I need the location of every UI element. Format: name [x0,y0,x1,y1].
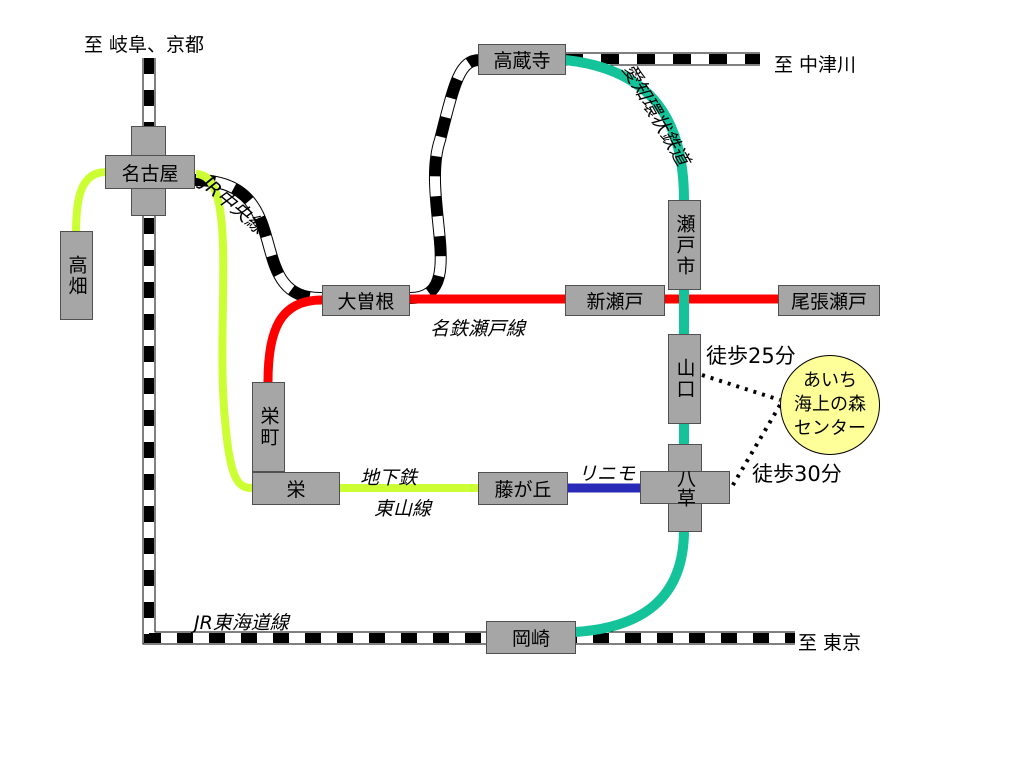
expo-center-destination[interactable]: あいち 海上の森 センター [780,355,880,455]
jr-chuo-line [194,54,481,305]
aichi-loop-line [564,55,689,637]
station-okazaki[interactable]: 岡崎 [486,621,576,654]
walk-route-yamaguchi [701,373,781,402]
label-meitetsu-seto: 名鉄瀬戸線 [430,318,526,340]
yakusa-label: 八草 [674,469,696,507]
station-sakaemachi[interactable]: 栄町 [252,382,285,472]
station-setoshi[interactable]: 瀬戸市 [668,200,701,290]
walk-route-yakusa [728,403,782,492]
station-sakae[interactable]: 栄 [252,472,340,505]
walk-label-yakusa: 徒歩30分 [752,462,842,486]
nagoya-label: 名古屋 [121,162,179,185]
walk-label-yamaguchi: 徒歩25分 [706,344,796,368]
label-jr-tokaido: JR東海道線 [194,612,289,634]
station-owari-seto[interactable]: 尾張瀬戸 [778,285,880,316]
destination-line3: センター [794,418,866,439]
direction-nakatsugawa: 至 中津川 [774,54,857,76]
label-linimo: リニモ [578,463,636,485]
destination-line1: あいち [803,370,857,391]
direction-tokyo: 至 東京 [798,632,862,654]
destination-line2: 海上の森 [794,394,866,415]
nagoya-cross-fill [132,156,165,188]
station-fujigaoka[interactable]: 藤が丘 [478,472,568,505]
station-yamaguchi[interactable]: 山口 [668,334,701,424]
higashiyama-line [72,168,478,492]
station-ozone[interactable]: 大曽根 [322,285,410,316]
yakusa-cross-fill [669,472,701,503]
station-kozoji[interactable]: 高蔵寺 [478,44,566,75]
direction-gifu-kyoto: 至 岐阜、京都 [84,34,205,56]
label-subway-1: 地下鉄 [360,467,418,489]
station-takabata[interactable]: 高畑 [60,231,93,320]
label-subway-2: 東山線 [374,498,432,520]
station-shin-seto[interactable]: 新瀬戸 [565,285,665,316]
